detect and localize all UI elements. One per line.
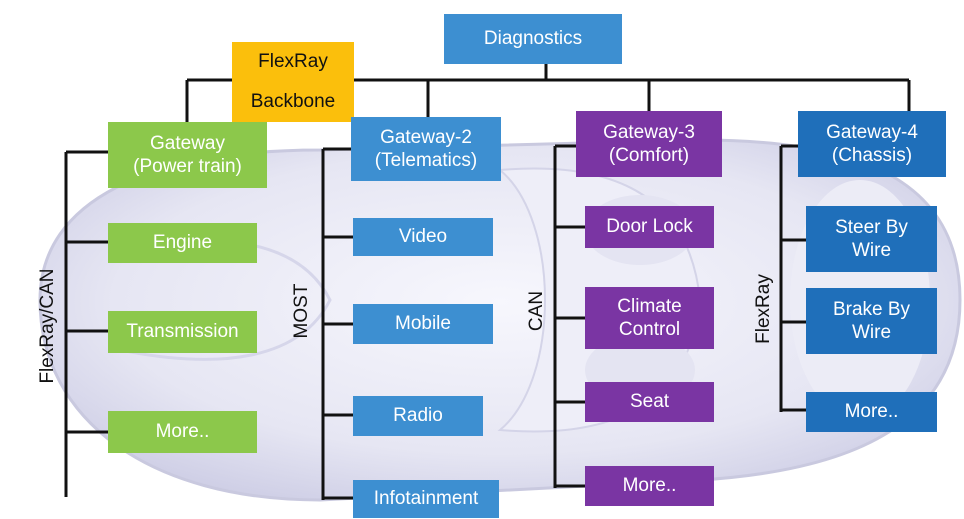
bus-label-most: MOST bbox=[291, 283, 312, 339]
bus-label-can: CAN bbox=[526, 290, 547, 332]
infotainment-box: Infotainment bbox=[353, 480, 499, 518]
bus-label-flexray: FlexRay bbox=[753, 274, 774, 344]
radio-box: Radio bbox=[353, 396, 483, 436]
comfort-more-box: More.. bbox=[585, 466, 714, 506]
gateway-telematics-box: Gateway-2 (Telematics) bbox=[351, 117, 501, 181]
mobile-box: Mobile bbox=[353, 304, 493, 344]
flexray-label-box: FlexRay bbox=[232, 42, 354, 82]
gateway-comfort-box: Gateway-3 (Comfort) bbox=[576, 111, 722, 177]
transmission-box: Transmission bbox=[108, 311, 257, 353]
brake-by-wire-box: Brake By Wire bbox=[806, 288, 937, 354]
bus-label-flexray-can: FlexRay/CAN bbox=[37, 268, 58, 384]
chassis-more-box: More.. bbox=[806, 392, 937, 432]
backbone-label-box: Backbone bbox=[232, 82, 354, 122]
steer-by-wire-box: Steer By Wire bbox=[806, 206, 937, 272]
diagnostics-box: Diagnostics bbox=[444, 14, 622, 64]
climate-control-box: Climate Control bbox=[585, 287, 714, 349]
engine-box: Engine bbox=[108, 223, 257, 263]
door-lock-box: Door Lock bbox=[585, 206, 714, 248]
gateway-chassis-box: Gateway-4 (Chassis) bbox=[798, 111, 946, 177]
power-train-more-box: More.. bbox=[108, 411, 257, 453]
video-box: Video bbox=[353, 218, 493, 256]
gateway-power-train-box: Gateway (Power train) bbox=[108, 122, 267, 188]
seat-box: Seat bbox=[585, 382, 714, 422]
